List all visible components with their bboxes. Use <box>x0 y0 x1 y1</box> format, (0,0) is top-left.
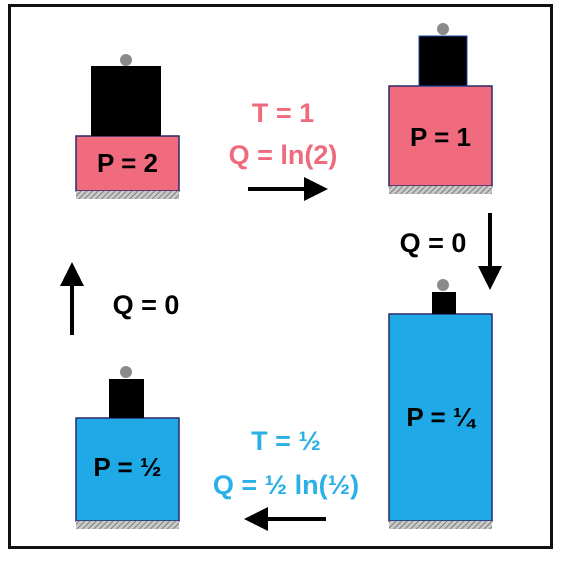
cylinder-bottom-right <box>388 279 493 529</box>
piston-bottom-left <box>109 379 144 418</box>
piston-bottom-right <box>432 292 456 314</box>
piston-knob-top-right <box>437 23 449 35</box>
pressure-label-bottom-right: P = ¼ <box>406 402 475 432</box>
piston-top-left <box>91 66 161 136</box>
gas-chamber-bottom-right <box>388 313 493 522</box>
piston-knob-top-left <box>120 54 132 66</box>
base-top-left <box>76 191 179 199</box>
transition-top-temperature: T = 1 <box>251 98 315 128</box>
gas-chamber-top-left <box>75 135 180 192</box>
base-bottom-left <box>76 521 179 529</box>
transition-left-heat: Q = 0 <box>112 290 180 320</box>
cylinder-top-right <box>388 23 493 194</box>
transition-right-heat: Q = 0 <box>399 228 467 258</box>
transition-top-heat: Q = ln(2) <box>228 140 338 170</box>
piston-top-right <box>418 35 468 87</box>
pressure-label-top-left: P = 2 <box>97 148 158 178</box>
cylinder-bottom-left <box>75 366 180 529</box>
piston-knob-bottom-right <box>437 279 449 291</box>
piston-knob-bottom-left <box>120 366 132 378</box>
transition-bottom-heat: Q = ½ ln(½) <box>212 470 360 500</box>
cylinder-top-left <box>75 54 180 199</box>
pressure-label-top-right: P = 1 <box>410 122 471 152</box>
transition-bottom-temperature: T = ½ <box>251 426 321 456</box>
pressure-label-bottom-left: P = ½ <box>93 452 162 482</box>
base-bottom-right <box>389 521 492 529</box>
base-top-right <box>389 186 492 194</box>
